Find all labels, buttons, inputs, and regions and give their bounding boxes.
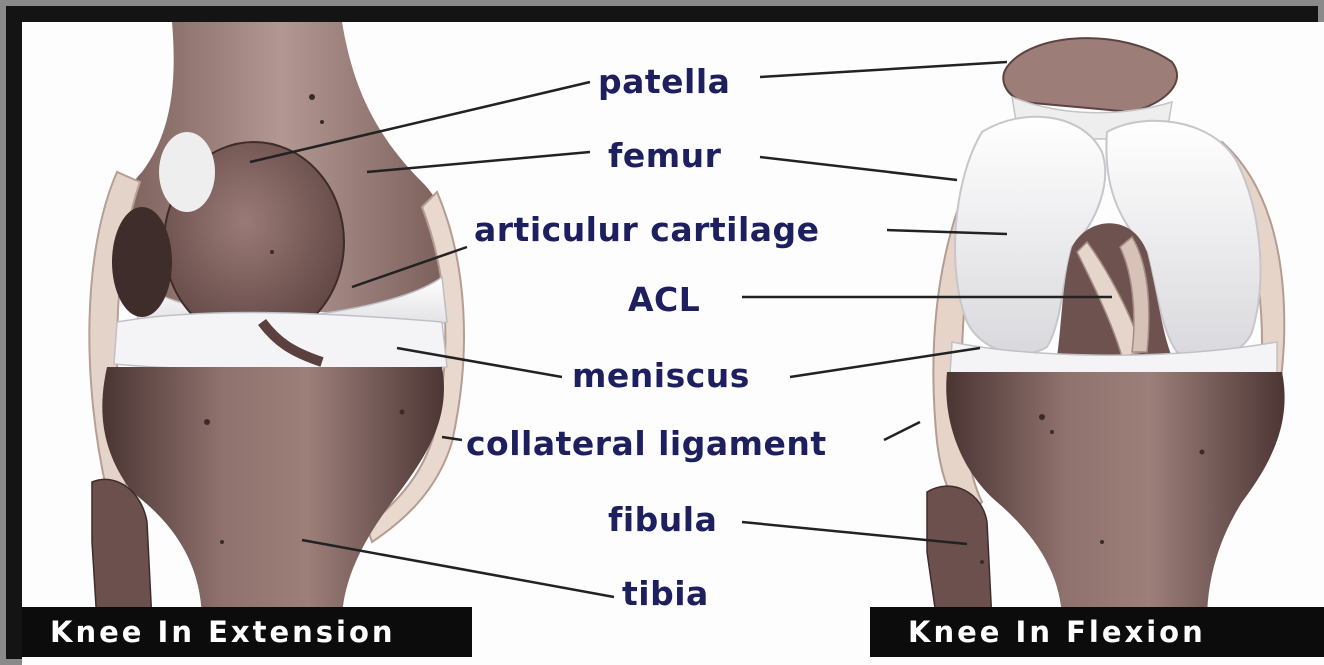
label-tibia: tibia <box>622 574 709 613</box>
left-condyle-shadow <box>112 207 172 317</box>
label-collateral-ligament: collateral ligament <box>466 424 827 463</box>
label-acl: ACL <box>628 280 700 319</box>
knee-illustration <box>22 22 1324 665</box>
left-tibia <box>102 367 444 622</box>
knee-anatomy-diagram: patella femur articulur cartilage ACL me… <box>22 22 1324 665</box>
left-patella-cartilage <box>159 132 215 212</box>
label-meniscus: meniscus <box>572 356 750 395</box>
label-fibula: fibula <box>608 500 717 539</box>
leader-femur-right <box>760 157 957 180</box>
right-fibula <box>927 486 992 622</box>
right-tibia <box>946 372 1284 622</box>
caption-knee-in-extension: Knee In Extension <box>22 607 472 657</box>
caption-knee-in-flexion: Knee In Flexion <box>870 607 1324 657</box>
leader-patella-right <box>760 62 1007 77</box>
label-femur: femur <box>608 136 721 175</box>
label-articular-cartilage: articulur cartilage <box>474 210 820 249</box>
knee-extension-illustration <box>89 22 464 622</box>
leader-collateral-right <box>884 422 920 440</box>
knee-flexion-illustration <box>927 38 1285 622</box>
left-fibula <box>92 479 152 622</box>
right-patella <box>1003 38 1177 112</box>
label-patella: patella <box>598 62 730 101</box>
